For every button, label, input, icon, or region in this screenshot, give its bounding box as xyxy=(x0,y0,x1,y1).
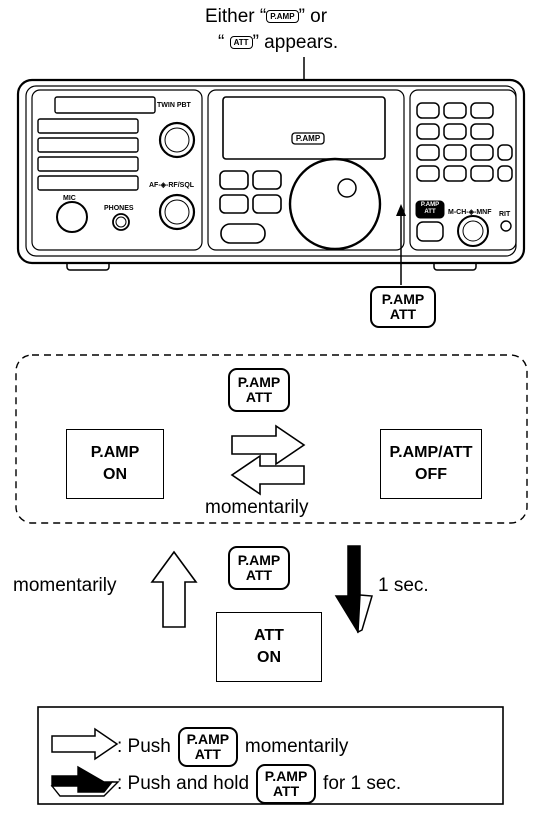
pamp-att-key-loop: P.AMP ATT xyxy=(228,368,290,412)
arrow-left-outline xyxy=(230,454,305,496)
state-att-on: ATT ON xyxy=(216,612,322,682)
speaker-slot xyxy=(37,175,139,191)
key-label-bottom: ATT xyxy=(245,389,273,405)
arrow-right-outline xyxy=(231,424,306,466)
phones-jack xyxy=(112,213,130,231)
speaker-slot xyxy=(37,118,139,134)
legend-hold-row: : Push and hold P.AMP ATT for 1 sec. xyxy=(117,764,401,804)
callout-text: Either “ xyxy=(205,6,267,27)
state-line: P.AMP xyxy=(90,444,140,461)
key-label-bottom: ATT xyxy=(389,306,417,322)
legend-push-suffix: momentarily xyxy=(244,736,349,757)
main-dial xyxy=(288,157,382,251)
state-line: ATT xyxy=(254,627,284,644)
mch-mnf-label: M-CH-◈-MNF xyxy=(448,209,492,216)
rit-knob xyxy=(500,220,512,232)
rit-label: RIT xyxy=(499,211,511,218)
state-loop-box xyxy=(15,354,528,524)
right-panel xyxy=(409,89,517,251)
key-label-top: P.AMP xyxy=(186,731,230,747)
radio-button xyxy=(220,223,266,244)
legend-push-row: : Push P.AMP ATT momentarily xyxy=(117,727,348,767)
arrow-up-outline xyxy=(150,550,198,628)
lcd-indicator-text: P.AMP xyxy=(295,134,321,143)
left-panel xyxy=(31,89,203,251)
hold-duration-label: 1 sec. xyxy=(378,575,429,596)
phones-label: PHONES xyxy=(104,205,134,212)
speaker-slot xyxy=(37,137,139,153)
radio-button xyxy=(252,170,282,190)
callout-text: “ xyxy=(218,32,225,53)
radio-key-label-bottom: ATT xyxy=(424,209,436,215)
state-line: OFF xyxy=(415,466,447,483)
radio-button xyxy=(252,194,282,214)
legend-key-push: P.AMP ATT xyxy=(177,727,238,767)
key-label-bottom: ATT xyxy=(272,783,300,799)
pamp-att-key-callout: P.AMP ATT xyxy=(370,286,436,328)
momentarily-label: momentarily xyxy=(205,497,309,518)
dial-finger-grip xyxy=(337,178,357,198)
callout-text: ” or xyxy=(298,6,328,27)
speaker-slot xyxy=(37,156,139,172)
radio-button xyxy=(219,170,249,190)
legend-hold-suffix: for 1 sec. xyxy=(323,773,402,794)
key-label-bottom: ATT xyxy=(245,567,273,583)
momentarily-up-label: momentarily xyxy=(13,575,117,596)
center-panel xyxy=(207,89,405,251)
radio-button xyxy=(219,194,249,214)
mch-knob xyxy=(457,215,489,247)
legend-push-text: : Push xyxy=(117,736,171,757)
legend-box xyxy=(37,706,504,805)
mini-pamp-tag: P.AMP xyxy=(266,10,299,23)
callout-text: ” appears. xyxy=(252,32,339,53)
state-line: P.AMP/ATT xyxy=(389,444,473,461)
radio-pamp-att-key xyxy=(415,200,445,219)
mic-jack xyxy=(56,201,88,233)
radio-key-label-top: P.AMP xyxy=(420,202,440,208)
state-pamp-att-off: P.AMP/ATT OFF xyxy=(380,429,482,499)
callout-line-1: Either “P.AMP” or xyxy=(205,6,327,28)
legend-key-hold: P.AMP ATT xyxy=(256,764,317,804)
key-label-bottom: ATT xyxy=(194,746,221,762)
pamp-att-key-middle: P.AMP ATT xyxy=(228,546,290,590)
legend-arrow-outline xyxy=(51,727,119,761)
key-label-top: P.AMP xyxy=(237,552,281,568)
state-pamp-on: P.AMP ON xyxy=(66,429,164,499)
state-line: ON xyxy=(257,649,281,666)
speaker-slot xyxy=(54,96,156,114)
mini-att-tag: ATT xyxy=(229,36,253,49)
key-label-top: P.AMP xyxy=(381,291,425,307)
state-line: ON xyxy=(103,466,127,483)
callout-line-2: “ ATT” appears. xyxy=(218,32,338,54)
mic-label: MIC xyxy=(63,195,76,202)
legend-hold-text: : Push and hold xyxy=(117,773,250,794)
lcd-pamp-indicator xyxy=(291,132,325,145)
twin-pbt-label: TWIN PBT xyxy=(157,102,191,109)
lcd-display xyxy=(222,96,386,160)
radio-key-label: P.AMP ATT xyxy=(416,202,444,216)
af-rf-sql-label: AF-◈-RF/SQL xyxy=(149,182,195,189)
key-label-top: P.AMP xyxy=(264,768,308,784)
key-label-top: P.AMP xyxy=(237,374,281,390)
keypad xyxy=(416,102,513,242)
